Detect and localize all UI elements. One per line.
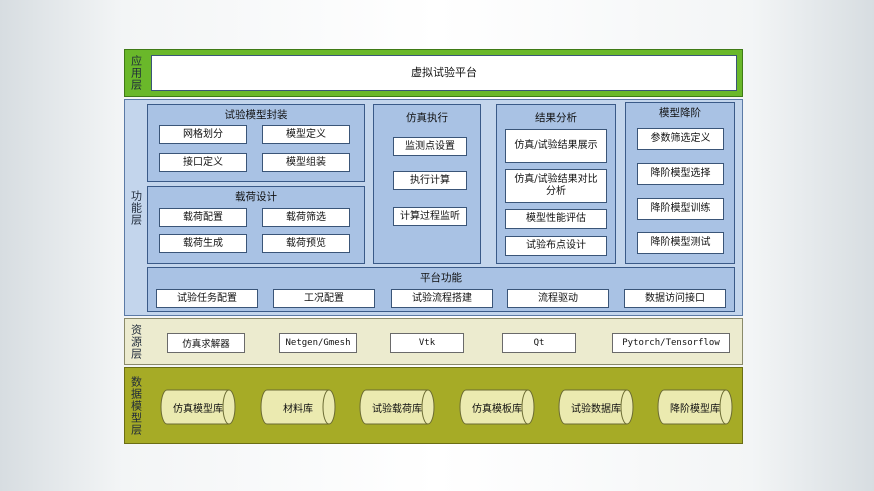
module-title: 结果分析 xyxy=(535,112,577,124)
material-db-cylinder: 材料库 xyxy=(260,389,336,425)
resource-layer-label: 资源层 xyxy=(129,323,143,360)
load-generate-box: 载荷生成 xyxy=(159,234,247,253)
reduced-model-select-box: 降阶模型选择 xyxy=(637,163,724,185)
model-performance-eval-box: 模型性能评估 xyxy=(505,209,607,229)
module-title: 平台功能 xyxy=(420,272,462,284)
test-task-config-box: 试验任务配置 xyxy=(156,289,258,308)
load-design-module: 载荷设计 载荷配置 载荷筛选 载荷生成 载荷预览 xyxy=(147,186,365,264)
reduced-model-db-cylinder: 降阶模型库 xyxy=(657,389,733,425)
platform-function-module: 平台功能 试验任务配置 工况配置 试验流程搭建 流程驱动 数据访问接口 xyxy=(147,267,735,312)
reduced-model-train-box: 降阶模型训练 xyxy=(637,198,724,220)
load-preview-box: 载荷预览 xyxy=(262,234,350,253)
computation-monitor-box: 计算过程监听 xyxy=(393,207,467,226)
flow-driver-box: 流程驱动 xyxy=(507,289,609,308)
test-flow-build-box: 试验流程搭建 xyxy=(391,289,493,308)
cylinder-shape xyxy=(459,389,535,425)
data-model-layer: 数据模型层 仿真模型库 材料库 试验载荷库 仿真模板库 试验数据库 降阶模型库 xyxy=(124,367,743,444)
simulation-template-db-cylinder: 仿真模板库 xyxy=(459,389,535,425)
module-title: 试验模型封装 xyxy=(224,109,288,121)
condition-config-box: 工况配置 xyxy=(273,289,375,308)
virtual-test-platform-box: 虚拟试验平台 xyxy=(151,55,737,91)
model-reduction-module: 模型降阶 参数筛选定义 降阶模型选择 降阶模型训练 降阶模型测试 xyxy=(625,102,735,264)
pytorch-tensorflow-box: Pytorch/Tensorflow xyxy=(612,333,730,353)
result-compare-box: 仿真/试验结果对比分析 xyxy=(505,169,607,203)
module-title: 模型降阶 xyxy=(659,107,701,119)
test-data-db-cylinder: 试验数据库 xyxy=(558,389,634,425)
application-layer-label: 应用层 xyxy=(129,55,143,91)
monitor-point-setup-box: 监测点设置 xyxy=(393,137,467,156)
model-encapsulation-module: 试验模型封装 网格划分 模型定义 接口定义 模型组装 xyxy=(147,104,365,182)
virtual-test-platform-label: 虚拟试验平台 xyxy=(411,66,477,79)
function-layer: 功能层 试验模型封装 网格划分 模型定义 接口定义 模型组装 载荷设计 载荷配置… xyxy=(124,99,743,316)
execute-computation-box: 执行计算 xyxy=(393,171,467,190)
simulation-solver-box: 仿真求解器 xyxy=(167,333,245,353)
model-definition-box: 模型定义 xyxy=(262,125,350,144)
parameter-filter-box: 参数筛选定义 xyxy=(637,128,724,150)
result-display-box: 仿真/试验结果展示 xyxy=(505,129,607,163)
module-title: 仿真执行 xyxy=(406,112,448,124)
data-access-interface-box: 数据访问接口 xyxy=(624,289,726,308)
interface-definition-box: 接口定义 xyxy=(159,153,247,172)
model-assembly-box: 模型组装 xyxy=(262,153,350,172)
module-title: 载荷设计 xyxy=(235,191,277,203)
cylinder-shape xyxy=(657,389,733,425)
simulation-execution-module: 仿真执行 监测点设置 执行计算 计算过程监听 xyxy=(373,104,481,264)
test-load-db-cylinder: 试验载荷库 xyxy=(359,389,435,425)
result-analysis-module: 结果分析 仿真/试验结果展示 仿真/试验结果对比分析 模型性能评估 试验布点设计 xyxy=(496,104,616,264)
load-config-box: 载荷配置 xyxy=(159,208,247,227)
function-layer-label: 功能层 xyxy=(129,189,143,226)
qt-box: Qt xyxy=(502,333,576,353)
reduced-model-test-box: 降阶模型测试 xyxy=(637,232,724,254)
data-model-layer-label: 数据模型层 xyxy=(129,375,143,436)
test-point-design-box: 试验布点设计 xyxy=(505,236,607,256)
cylinder-shape xyxy=(558,389,634,425)
netgen-gmesh-box: Netgen/Gmesh xyxy=(279,333,357,353)
cylinder-shape xyxy=(359,389,435,425)
cylinder-shape xyxy=(260,389,336,425)
vtk-box: Vtk xyxy=(390,333,464,353)
mesh-partition-box: 网格划分 xyxy=(159,125,247,144)
load-filter-box: 载荷筛选 xyxy=(262,208,350,227)
resource-layer: 资源层 仿真求解器 Netgen/Gmesh Vtk Qt Pytorch/Te… xyxy=(124,318,743,365)
application-layer: 应用层 虚拟试验平台 xyxy=(124,49,743,97)
simulation-model-db-cylinder: 仿真模型库 xyxy=(160,389,236,425)
cylinder-shape xyxy=(160,389,236,425)
